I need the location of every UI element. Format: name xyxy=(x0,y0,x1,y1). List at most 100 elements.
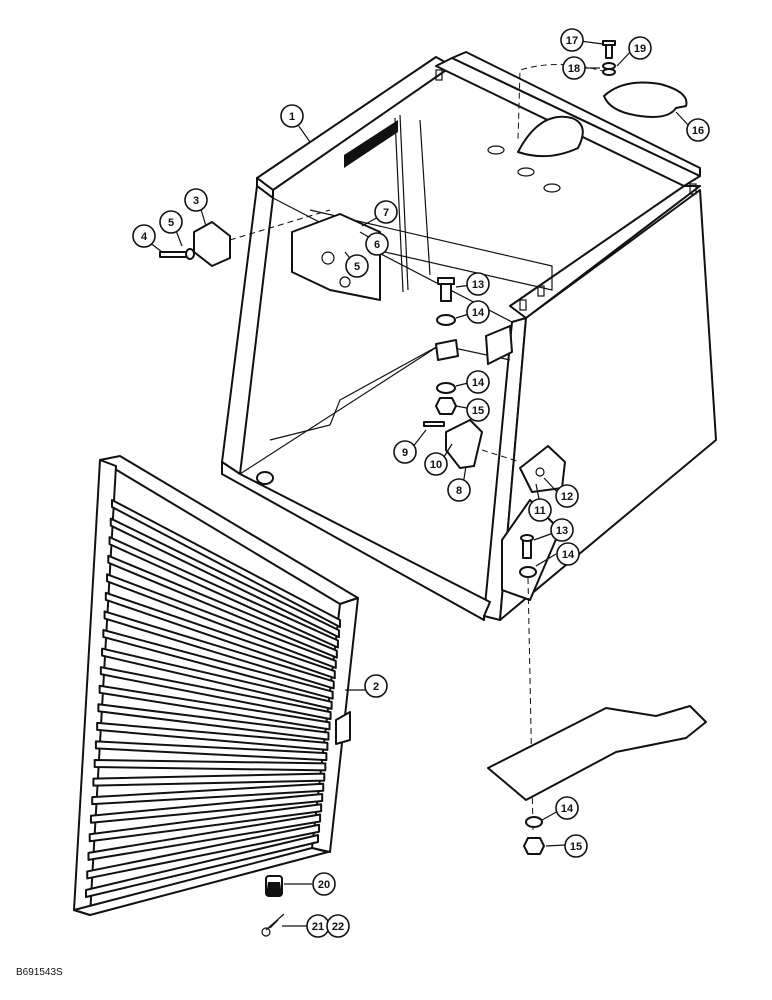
grille-slat xyxy=(91,782,325,806)
callout-c1: 1 xyxy=(280,104,304,128)
callout-circle xyxy=(447,478,471,502)
grille-slat xyxy=(98,684,331,731)
callout-number: 15 xyxy=(472,405,484,417)
grille-slat xyxy=(99,666,332,721)
latch-parts xyxy=(261,875,285,937)
callout-circle xyxy=(466,398,490,422)
callout-circle xyxy=(555,484,579,508)
callout-circle xyxy=(184,188,208,212)
enclosure-frame xyxy=(221,51,717,621)
callout-number: 19 xyxy=(634,43,646,55)
callout-c7: 7 xyxy=(374,200,398,224)
callout-c9: 9 xyxy=(393,440,417,464)
callout-c15b: 15 xyxy=(564,834,588,858)
callout-c14a: 14 xyxy=(466,300,490,324)
callout-number: 9 xyxy=(402,447,408,459)
callout-number: 5 xyxy=(354,261,360,273)
callout-c17: 17 xyxy=(560,28,584,52)
callout-c4: 4 xyxy=(132,224,156,248)
fastener-set-upper xyxy=(435,277,459,415)
grille-slat xyxy=(93,759,327,772)
callout-circle xyxy=(555,796,579,820)
callout-c13b: 13 xyxy=(550,518,574,542)
grille-slat xyxy=(85,834,319,898)
callout-c3: 3 xyxy=(184,188,208,212)
callout-c18: 18 xyxy=(562,56,586,80)
callout-c22: 22 xyxy=(326,914,350,938)
grille-slat xyxy=(107,554,338,659)
callout-circle xyxy=(686,118,710,142)
callout-c14d: 14 xyxy=(555,796,579,820)
grille-slat xyxy=(106,573,337,669)
callout-c19: 19 xyxy=(628,36,652,60)
callout-c13a: 13 xyxy=(466,272,490,296)
callout-number: 17 xyxy=(566,35,578,47)
callout-number: 2 xyxy=(373,681,379,693)
callout-c10: 10 xyxy=(424,452,448,476)
callout-c5a: 5 xyxy=(159,210,183,234)
grille-slat xyxy=(109,517,340,639)
callout-c2: 2 xyxy=(364,674,388,698)
callout-circle xyxy=(132,224,156,248)
callout-number: 14 xyxy=(472,307,485,319)
callout-circle xyxy=(374,200,398,224)
callout-circle xyxy=(466,272,490,296)
callout-number: 20 xyxy=(318,879,330,891)
grille-slat xyxy=(94,740,328,762)
grille-slat xyxy=(97,703,330,741)
callout-number: 22 xyxy=(332,921,344,933)
callout-circle xyxy=(628,36,652,60)
grille-slat xyxy=(87,813,322,861)
callout-circle xyxy=(393,440,417,464)
callout-circle xyxy=(364,674,388,698)
callout-number: 18 xyxy=(568,63,580,75)
callout-c14c: 14 xyxy=(556,542,580,566)
callout-c11: 11 xyxy=(528,498,552,522)
callout-number: 13 xyxy=(556,525,568,537)
callout-number: 21 xyxy=(312,921,324,933)
callout-circle xyxy=(365,232,389,256)
callout-circle xyxy=(466,370,490,394)
callout-circle xyxy=(326,914,350,938)
callout-number: 13 xyxy=(472,279,484,291)
callout-c6: 6 xyxy=(365,232,389,256)
callout-number: 15 xyxy=(570,841,582,853)
callout-c16: 16 xyxy=(686,118,710,142)
callout-c5b: 5 xyxy=(345,254,369,278)
callout-c20: 20 xyxy=(312,872,336,896)
callout-number: 16 xyxy=(692,125,704,137)
callout-number: 4 xyxy=(141,231,148,243)
callout-circle xyxy=(345,254,369,278)
callout-circle xyxy=(550,518,574,542)
callout-c8: 8 xyxy=(447,478,471,502)
callout-number: 10 xyxy=(430,459,442,471)
grille-slat xyxy=(96,721,329,751)
grille-slat xyxy=(103,610,335,690)
callout-number: 6 xyxy=(374,239,380,251)
callout-circle xyxy=(424,452,448,476)
grille-slat xyxy=(102,629,334,700)
callout-c15a: 15 xyxy=(466,398,490,422)
callout-c12: 12 xyxy=(555,484,579,508)
callout-number: 14 xyxy=(561,803,574,815)
grille-slat xyxy=(108,536,339,649)
grille-slat xyxy=(89,793,324,824)
grille-slat xyxy=(86,823,321,880)
callout-circle xyxy=(560,28,584,52)
callout-circle xyxy=(466,300,490,324)
grille-slat xyxy=(88,803,323,843)
callout-number: 14 xyxy=(472,377,485,389)
callout-number: 8 xyxy=(456,485,462,497)
cover-plate xyxy=(517,40,688,141)
callout-circle xyxy=(562,56,586,80)
callout-circle xyxy=(564,834,588,858)
grille-slat xyxy=(92,772,326,787)
callout-circle xyxy=(312,872,336,896)
grille-slat xyxy=(111,499,341,628)
grille-slat xyxy=(101,647,333,710)
callout-number: 7 xyxy=(383,207,389,219)
callout-number: 1 xyxy=(289,111,295,123)
callout-circle xyxy=(280,104,304,128)
figure-code: B691543S xyxy=(16,967,63,978)
